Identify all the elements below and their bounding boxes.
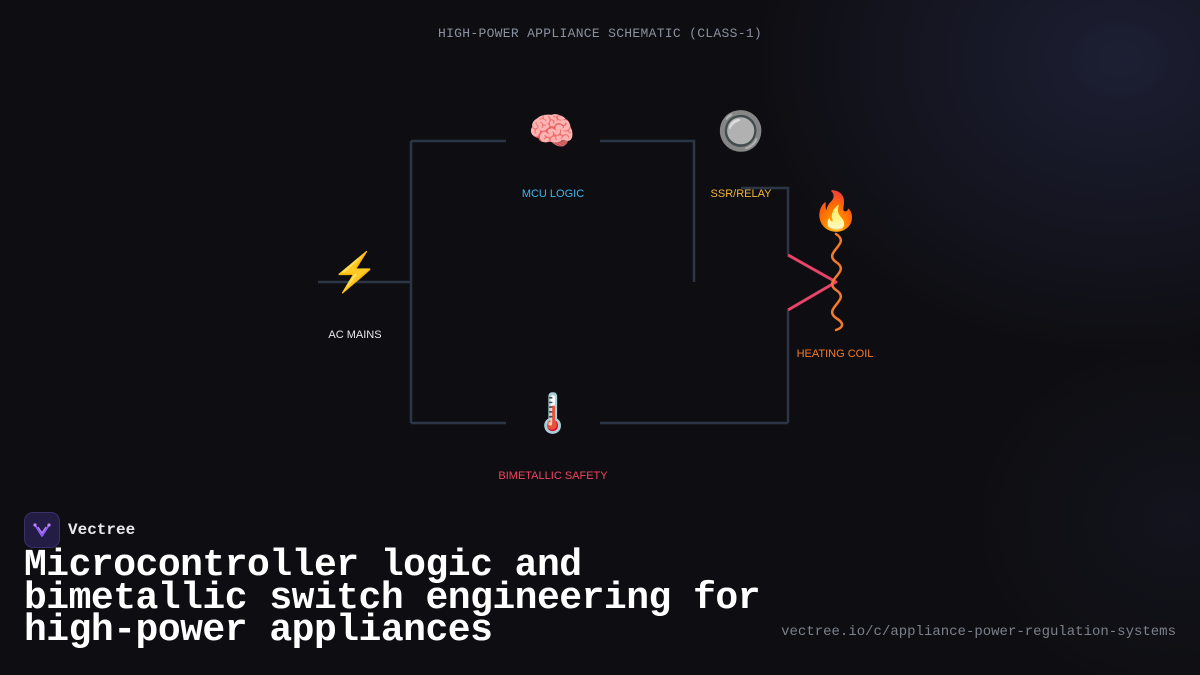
bimetallic-safety-label: BIMETALLIC SAFETY [498, 470, 608, 482]
fire-icon: 🔥 [812, 191, 860, 233]
brand: Vectree [24, 512, 135, 548]
switch-arm [787, 253, 838, 312]
radio-button-icon: 🔘 [717, 111, 765, 153]
lightning-icon: ⚡ [331, 252, 379, 294]
headline: Microcontroller logic and bimetallic swi… [24, 544, 761, 652]
ac-mains-label: AC MAINS [328, 329, 382, 341]
ssr-relay-label: SSR/RELAY [710, 188, 772, 200]
schematic-title: HIGH-POWER APPLIANCE SCHEMATIC (CLASS-1) [437, 26, 763, 41]
wire-mcu-to-relay [600, 139, 696, 282]
wire-relay-to-coil [741, 186, 790, 255]
heating-coil-wave [830, 232, 844, 332]
thermometer-icon: 🌡️ [529, 393, 577, 435]
mcu-logic-label: MCU LOGIC [521, 188, 585, 200]
vectree-logo-icon [24, 512, 60, 548]
brain-icon: 🧠 [528, 111, 576, 153]
brand-name: Vectree [68, 521, 136, 539]
heating-coil-label: HEATING COIL [796, 348, 874, 360]
page-url[interactable]: vectree.io/c/appliance-power-regulation-… [781, 624, 1176, 640]
